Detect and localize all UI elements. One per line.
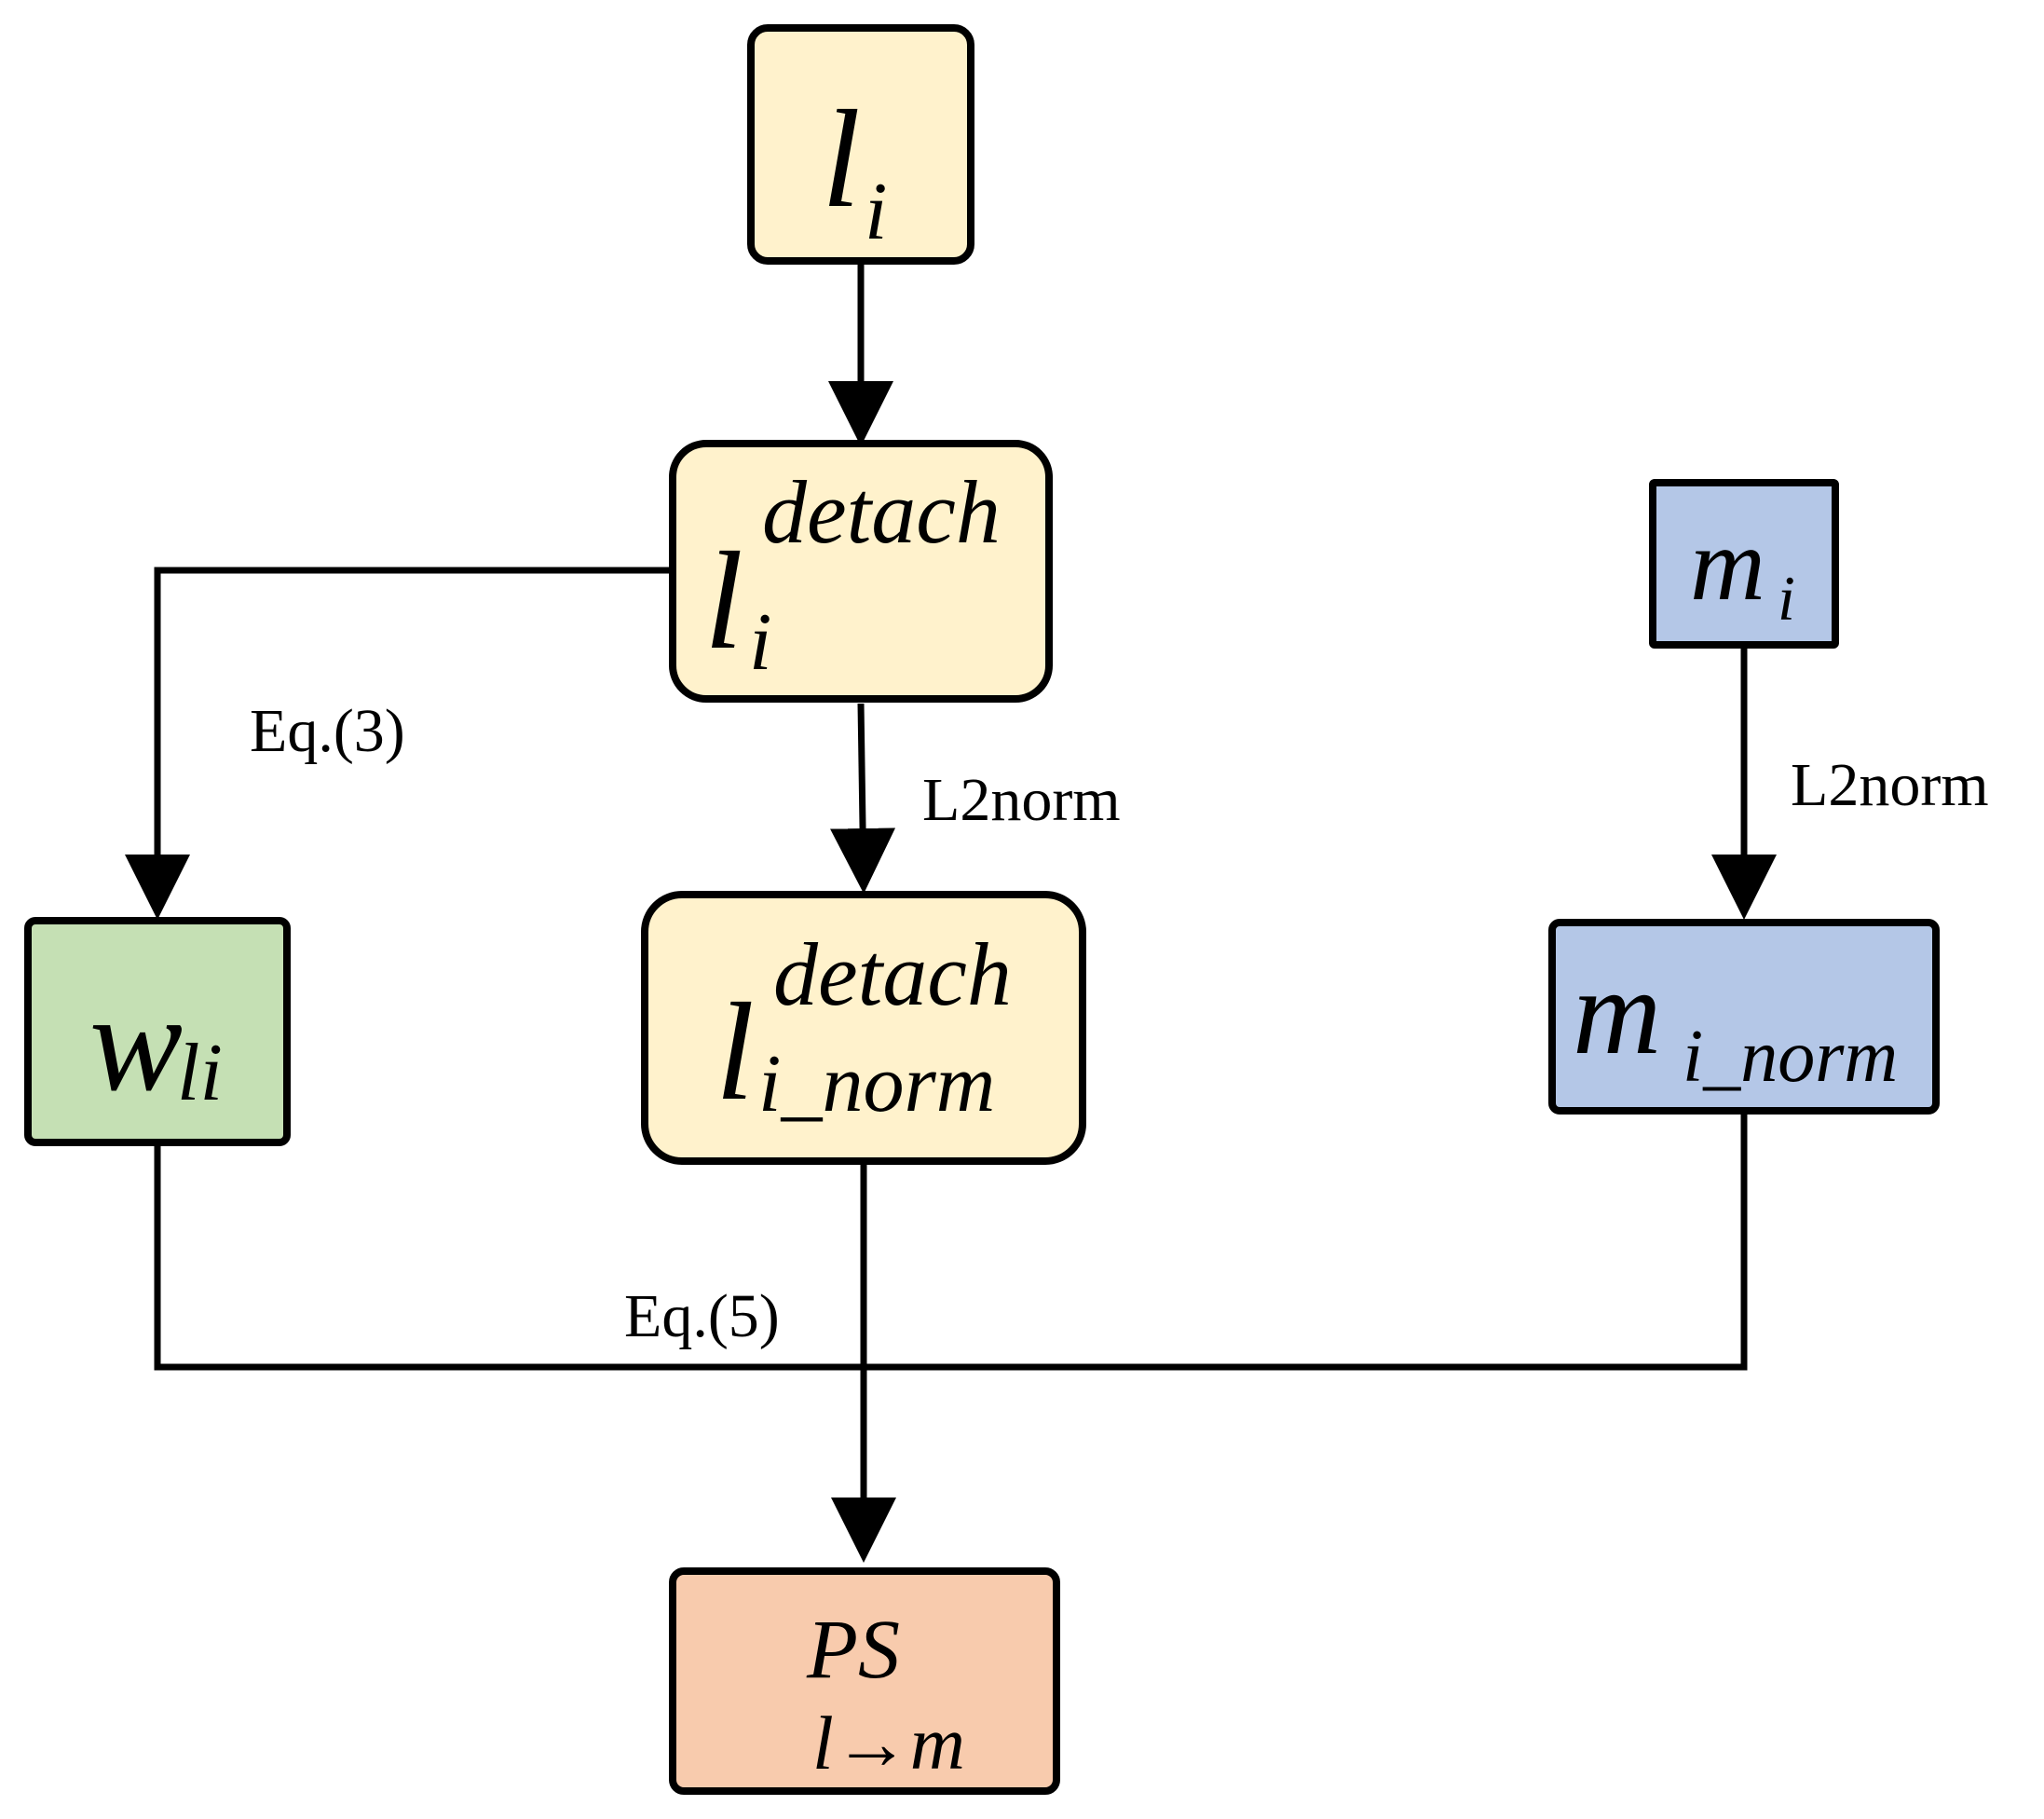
node-l-detach-norm-sub: i_norm — [758, 1039, 996, 1129]
node-ps-line1: PS — [807, 1604, 900, 1696]
edge-label-eq3: Eq.(3) — [250, 697, 405, 765]
node-l-detach-sup: detach — [762, 462, 1001, 562]
node-m-i: m i — [1649, 479, 1839, 649]
merge-line — [154, 1114, 1748, 1371]
node-l-i: l i — [747, 24, 974, 265]
node-m-i-norm-sub-text: i_norm — [1683, 1016, 1899, 1098]
node-l-detach-norm: l detach i_norm — [641, 891, 1086, 1165]
node-w-li: w li — [24, 917, 291, 1146]
node-m-i-norm: m i_norm — [1548, 919, 1940, 1115]
edge-label-l2norm-right: L2norm — [1791, 751, 1989, 819]
node-ps: PS l→m — [669, 1567, 1060, 1795]
arrow-detach-to-wli — [125, 567, 669, 920]
node-ps-line2: l→m — [812, 1701, 965, 1785]
edge-label-l2norm-left: L2norm — [922, 766, 1121, 834]
node-l-detach-norm-base: l — [715, 975, 755, 1129]
node-l-detach-base: l — [704, 524, 743, 678]
node-l-i-sub: i — [865, 167, 888, 257]
node-l-i-base: l — [822, 82, 861, 237]
node-l-detach-norm-sup: detach — [773, 924, 1012, 1024]
node-w-li-base: w — [89, 965, 184, 1120]
node-w-li-sub: li — [177, 1028, 223, 1118]
node-m-i-norm-base: m — [1573, 943, 1662, 1080]
arrow-detach-to-norm — [830, 703, 896, 894]
node-m-i-norm-sub: i_norm — [1683, 1019, 1898, 1094]
edge-label-eq5: Eq.(5) — [624, 1282, 780, 1350]
node-m-i-base: m — [1690, 507, 1765, 622]
node-m-i-sub: i — [1778, 563, 1795, 634]
node-l-detach: l detach i — [669, 440, 1053, 703]
node-l-detach-sub: i — [749, 597, 772, 688]
